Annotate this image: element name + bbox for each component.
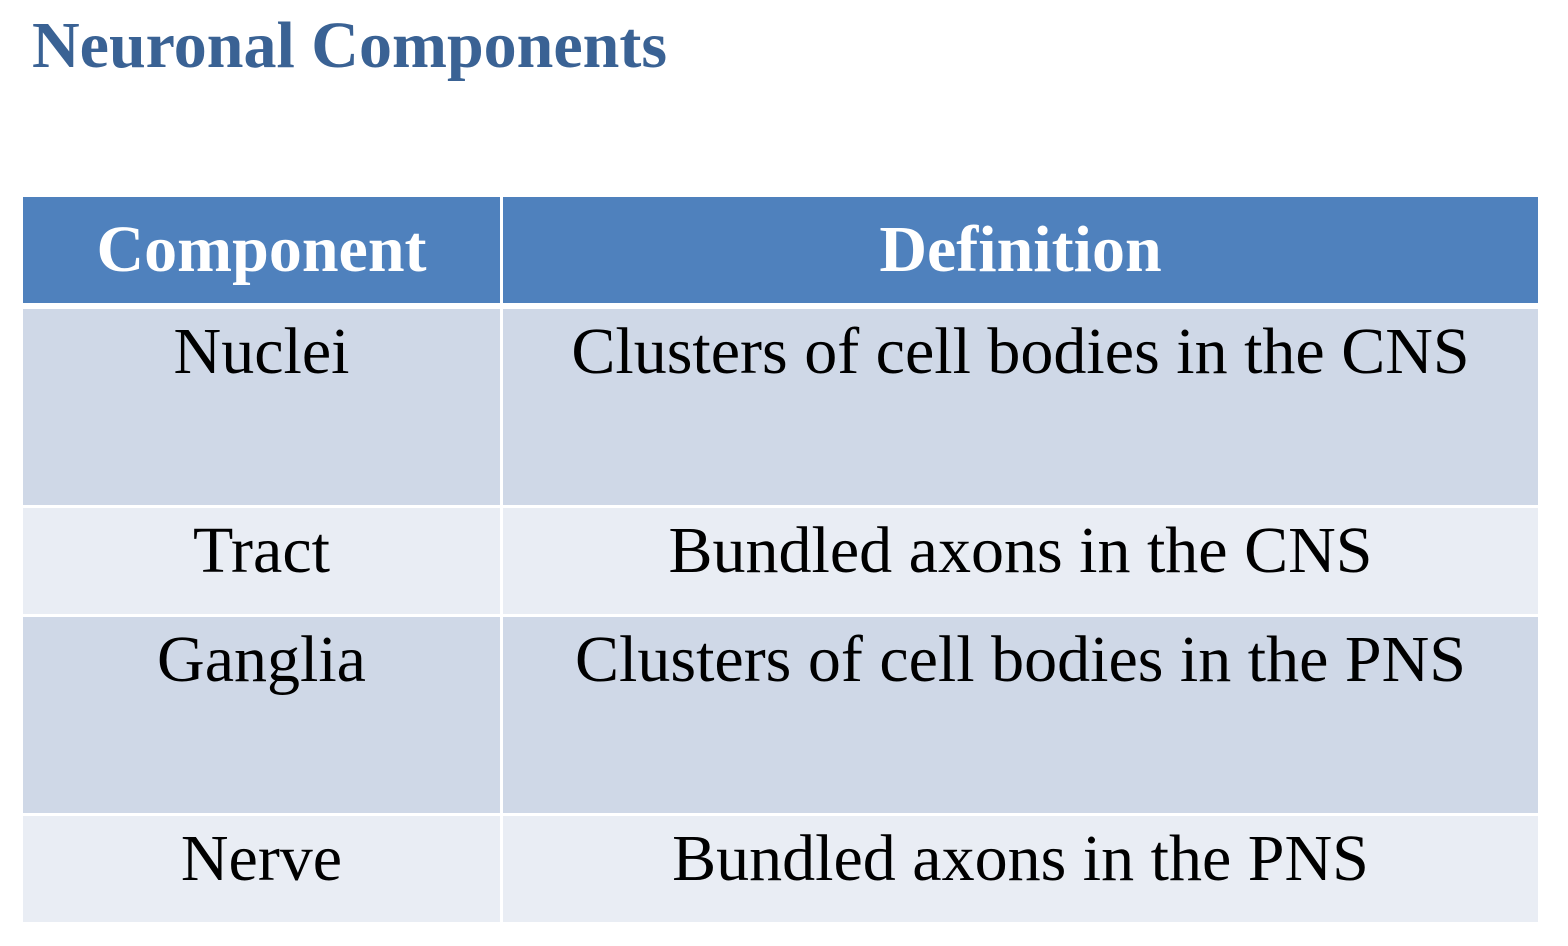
column-header-definition: Definition (500, 194, 1541, 309)
component-cell: Tract (20, 505, 503, 617)
components-table-container: Component Definition Nuclei Clusters of … (20, 194, 1541, 925)
component-cell: Nuclei (20, 304, 503, 508)
table-row: Nerve Bundled axons in the PNS (20, 813, 1541, 925)
component-cell: Nerve (20, 813, 503, 925)
table-row: Tract Bundled axons in the CNS (20, 505, 1541, 617)
table-row: Nuclei Clusters of cell bodies in the CN… (20, 304, 1541, 508)
table-header-row: Component Definition (20, 194, 1541, 309)
slide-title: Neuronal Components (32, 9, 668, 82)
definition-cell: Bundled axons in the CNS (500, 505, 1541, 617)
table-row: Ganglia Clusters of cell bodies in the P… (20, 614, 1541, 816)
column-header-component: Component (20, 194, 503, 309)
definition-cell: Bundled axons in the PNS (500, 813, 1541, 925)
definition-cell: Clusters of cell bodies in the PNS (500, 614, 1541, 816)
components-table: Component Definition Nuclei Clusters of … (20, 194, 1541, 925)
definition-cell: Clusters of cell bodies in the CNS (500, 304, 1541, 508)
component-cell: Ganglia (20, 614, 503, 816)
